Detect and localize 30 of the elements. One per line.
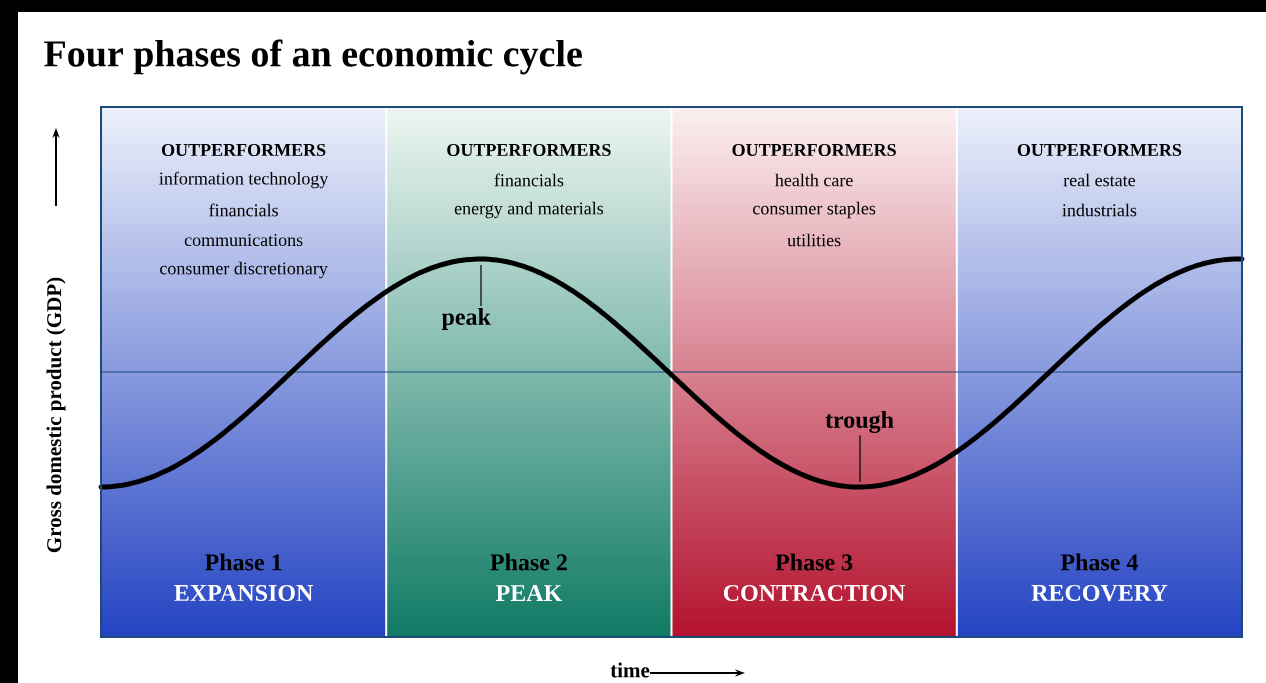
phase-name: PEAK [496, 585, 563, 601]
leader-line [480, 264, 482, 307]
heading: OUTPERFORMERS [732, 143, 896, 157]
title: Four phases of an economic cycle [44, 39, 582, 75]
curve-label: trough [825, 411, 894, 433]
phase-number: Phase 4 [1060, 553, 1138, 571]
sector-item: utilities [787, 233, 841, 247]
axis-title: Gross domestic product (GDP) [46, 277, 66, 553]
sector-item: real estate [1063, 173, 1136, 187]
phase-number: Phase 2 [490, 553, 567, 571]
phase-number: Phase 3 [775, 553, 853, 571]
sector-item: industrials [1062, 203, 1137, 217]
phase-name: RECOVERY [1031, 584, 1168, 602]
phase-number: Phase 1 [205, 553, 282, 571]
sector-item: financials [209, 203, 278, 217]
sector-item: consumer discretionary [160, 261, 328, 279]
leader-line [859, 434, 861, 483]
sector-item: health care [775, 173, 853, 187]
heading: OUTPERFORMERS [1017, 143, 1182, 157]
sector-item: communications [184, 233, 303, 247]
sector-item: consumer staples [753, 201, 876, 219]
heading: OUTPERFORMERS [162, 143, 326, 157]
sector-item: financials [494, 173, 564, 187]
curve-label: peak [441, 308, 491, 330]
phase-name: CONTRACTION [723, 584, 906, 602]
sector-item: information technology [159, 171, 329, 189]
phase-name: EXPANSION [174, 584, 314, 602]
heading: OUTPERFORMERS [447, 143, 611, 157]
sector-item: energy and materials [454, 201, 604, 219]
axis-title: time [610, 662, 650, 678]
